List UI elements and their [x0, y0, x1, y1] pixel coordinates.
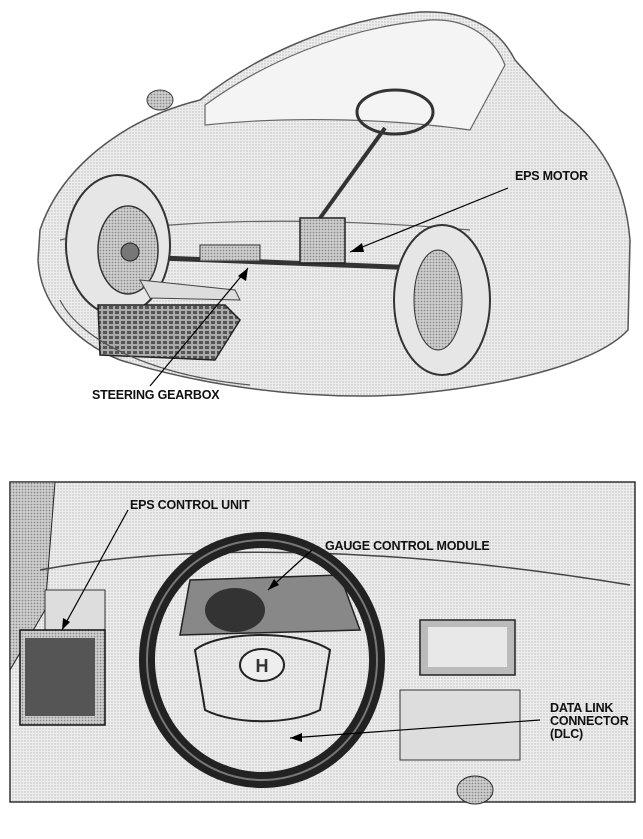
gear-shifter	[456, 775, 494, 805]
front-grille	[97, 304, 241, 361]
gauge-control-module-label: GAUGE CONTROL MODULE	[325, 539, 490, 553]
dlc-label: DATA LINK CONNECTOR (DLC)	[550, 702, 643, 741]
dlc-label-line-2: CONNECTOR	[550, 714, 629, 728]
honda-logo: H	[256, 656, 269, 676]
dlc-label-line-1: DATA LINK	[550, 701, 614, 715]
car-cutaway-figure: EPS MOTOR STEERING GEARBOX	[37, 11, 631, 402]
dlc-leader	[289, 719, 541, 739]
steering-wheel	[355, 88, 435, 136]
eps-control-unit-leader	[61, 509, 129, 631]
side-mirror	[146, 89, 174, 111]
steering-gearbox-leader	[149, 267, 249, 387]
eps-motor-label: EPS MOTOR	[515, 169, 588, 183]
dashboard-illustration: H	[9, 481, 636, 805]
dashboard-figure: H EPS CONTROL UNIT GAUGE CONTROL MODULE …	[0, 470, 643, 839]
eps-control-unit-label: EPS CONTROL UNIT	[130, 498, 250, 512]
dlc-label-line-3: (DLC)	[550, 727, 584, 741]
eps-motor-part	[299, 217, 346, 264]
eps-motor-leader	[349, 187, 509, 253]
steering-gearbox-label: STEERING GEARBOX	[92, 388, 220, 402]
car-illustration	[37, 11, 631, 397]
